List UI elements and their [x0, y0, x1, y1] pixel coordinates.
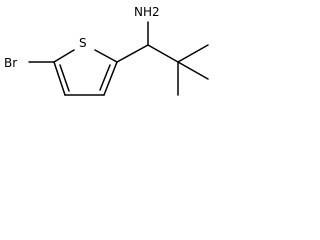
atom-labels: Br S NH2	[4, 5, 160, 70]
bond-c2-ch	[116, 44, 149, 63]
bond-c5-s	[53, 49, 75, 63]
bond-c3-c2	[103, 61, 118, 96]
bond-s-c2	[94, 49, 118, 63]
molecule-structure: Br S NH2	[4, 5, 209, 96]
bond-ch-cq	[147, 44, 179, 63]
bond-cq-me2	[177, 61, 209, 80]
bond-c5-c4	[53, 61, 66, 96]
bond-c5-c4-inner	[59, 64, 70, 92]
bond-lines	[28, 21, 209, 96]
amine-label: NH2	[134, 5, 160, 19]
bond-c3-c2-inner	[99, 64, 111, 91]
sulfur-label: S	[79, 36, 87, 50]
bromine-label: Br	[4, 56, 17, 70]
bond-cq-me1	[177, 44, 209, 63]
